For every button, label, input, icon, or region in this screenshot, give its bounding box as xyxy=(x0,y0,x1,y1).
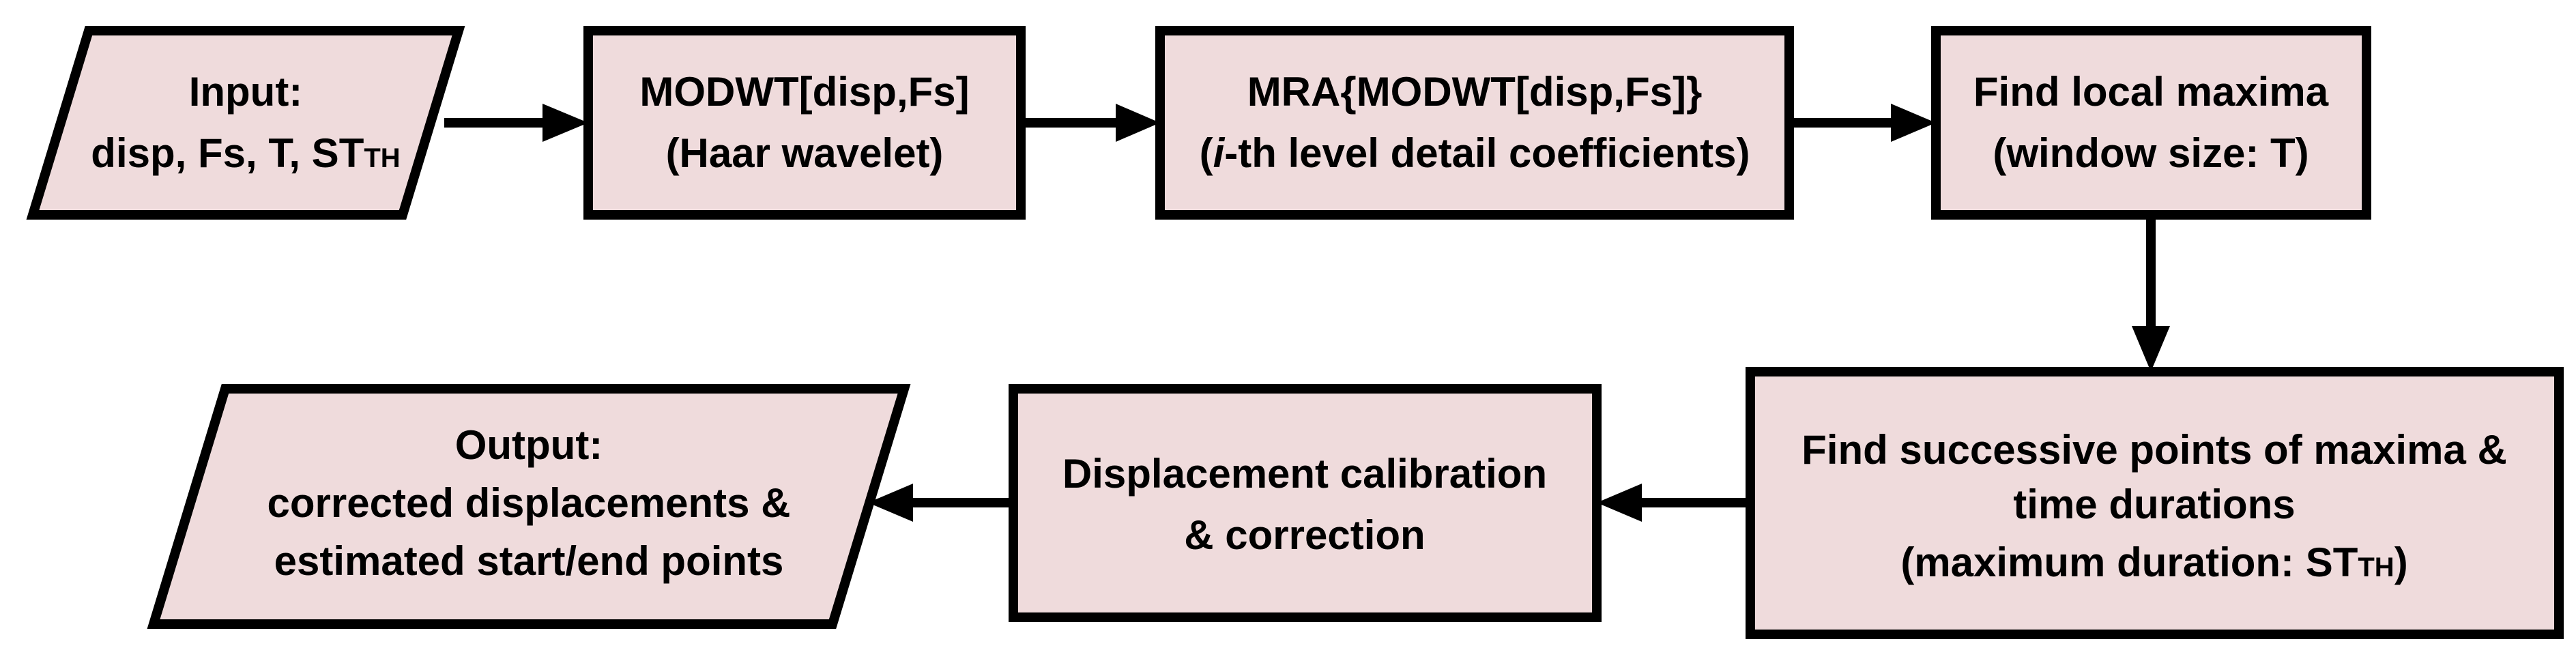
successive-node: Find successive points of maxima & time … xyxy=(1746,367,2564,639)
modwt-line2: (Haar wavelet) xyxy=(666,130,944,176)
arrow-modwt-to-mra xyxy=(1021,104,1160,142)
arrow-input-to-modwt xyxy=(444,104,588,142)
local-maxima-node: Find local maxima (window size: T) xyxy=(1931,26,2371,220)
output-line2: corrected displacements & xyxy=(267,480,791,526)
local-maxima-line2: (window size: T) xyxy=(1993,130,2309,176)
arrow-successive-to-calibration xyxy=(1597,484,1750,522)
calibration-node: Displacement calibration & correction xyxy=(1009,384,1602,622)
successive-line2: time durations xyxy=(2013,482,2295,527)
successive-line1: Find successive points of maxima & xyxy=(1801,427,2507,473)
local-maxima-line1: Find local maxima xyxy=(1973,69,2329,115)
mra-line2: (i-th level detail coefficients) xyxy=(1200,130,1750,176)
input-node: Input: disp, Fs, T, STTH xyxy=(26,26,465,220)
mra-node: MRA{MODWT[disp,Fs]} (i-th level detail c… xyxy=(1155,26,1794,220)
arrow-calibration-to-output xyxy=(868,484,1013,522)
mra-line1: MRA{MODWT[disp,Fs]} xyxy=(1247,69,1703,115)
calibration-line2: & correction xyxy=(1184,512,1425,558)
arrow-mra-to-local-maxima xyxy=(1789,104,1936,142)
output-title: Output: xyxy=(455,422,603,468)
modwt-node: MODWT[disp,Fs] (Haar wavelet) xyxy=(583,26,1026,220)
calibration-line1: Displacement calibration xyxy=(1062,451,1547,497)
output-node: Output: corrected displacements & estima… xyxy=(147,384,911,629)
input-params: disp, Fs, T, STTH xyxy=(91,130,400,176)
output-line3: estimated start/end points xyxy=(274,538,784,584)
arrow-local-maxima-to-successive xyxy=(2132,215,2170,372)
input-title: Input: xyxy=(189,69,303,115)
modwt-line1: MODWT[disp,Fs] xyxy=(639,69,969,115)
successive-line3: (maximum duration: STTH) xyxy=(1900,540,2407,585)
